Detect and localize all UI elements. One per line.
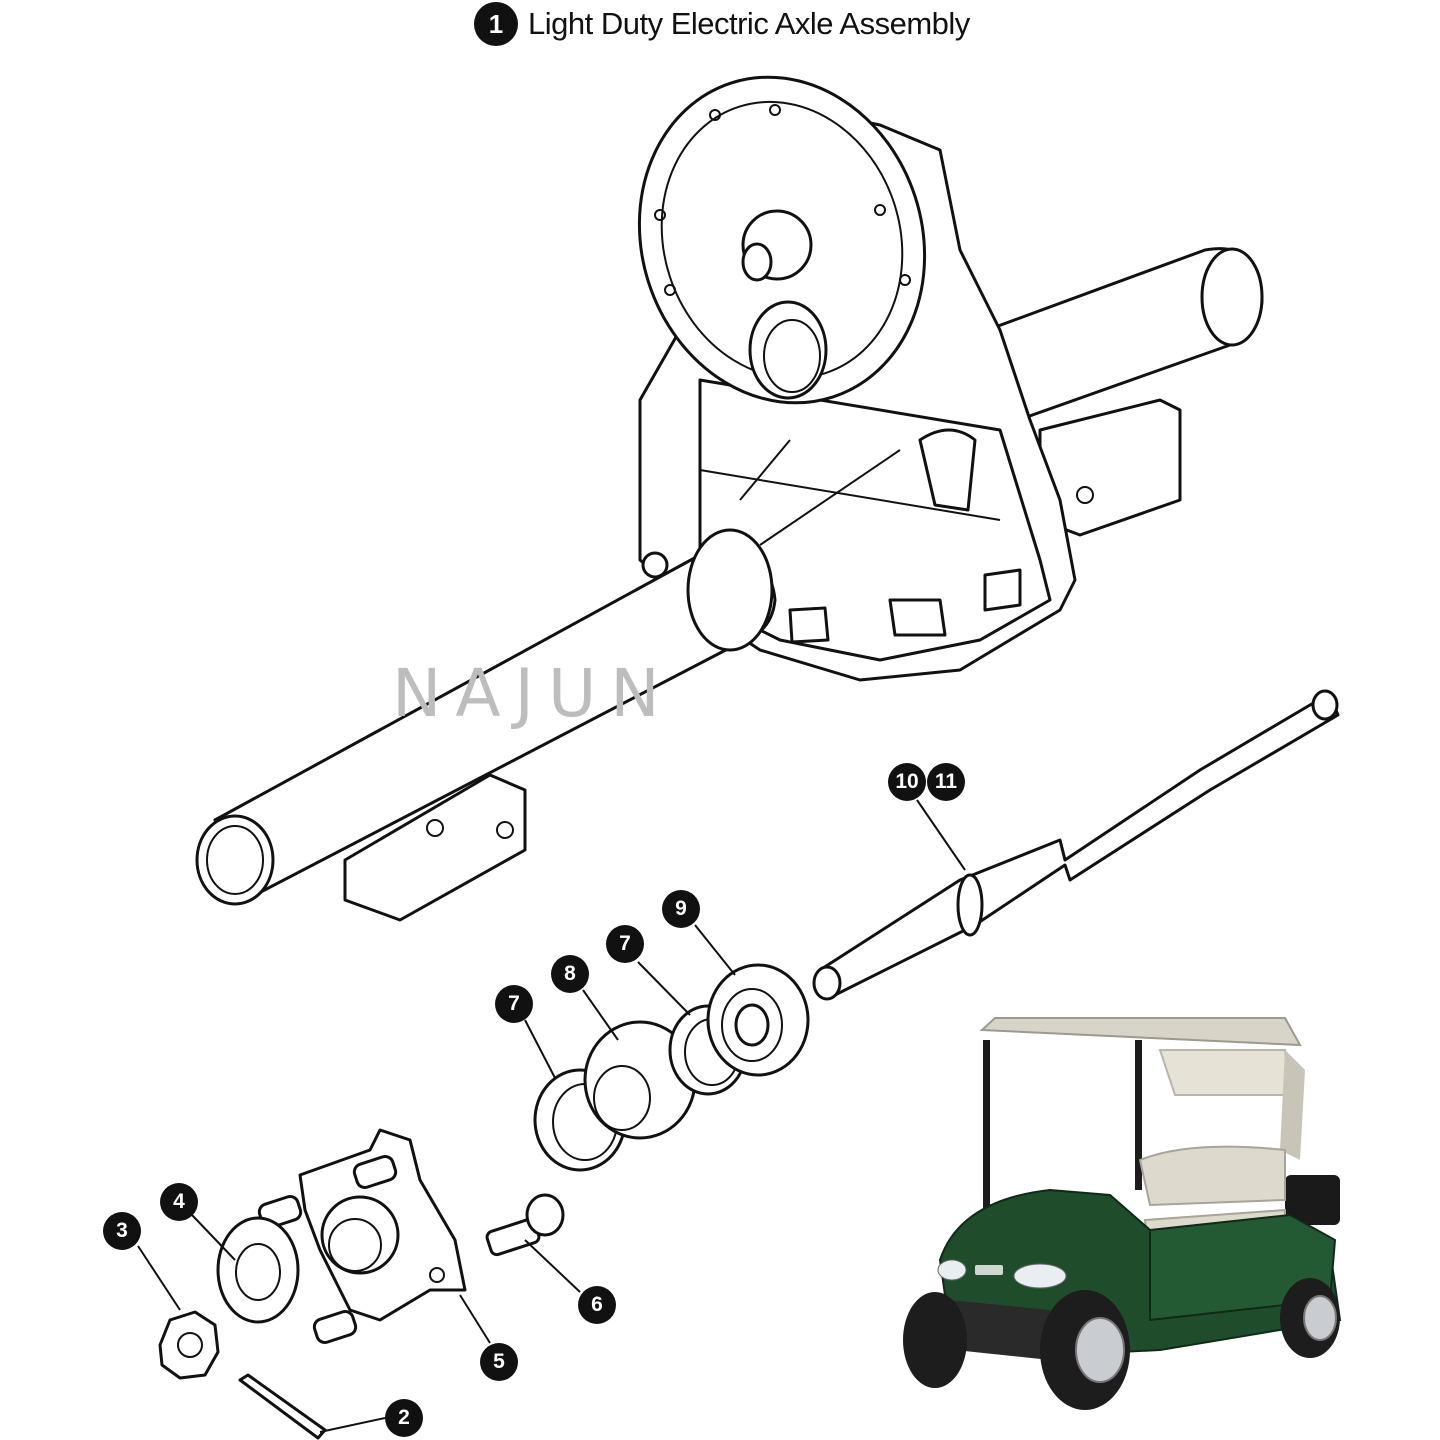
castle-nut [158,1310,220,1380]
motor-flange [637,75,927,405]
callout-5: 5 [480,1343,518,1381]
callout-11: 11 [927,763,965,801]
title-number-badge: 1 [474,2,518,46]
watermark: NAJUN [392,655,674,732]
callout-7-left: 7 [495,985,533,1023]
washer [216,1216,300,1324]
callout-7-right: 7 [606,925,644,963]
wheel-hub [257,1128,467,1345]
callout-8: 8 [551,955,589,993]
axle-shaft [812,689,1340,1001]
callout-10: 10 [888,763,926,801]
callout-4: 4 [160,1183,198,1221]
wheel-stud [485,1193,565,1257]
callout-9: 9 [662,890,700,928]
callout-3: 3 [103,1212,141,1250]
axle-tube-right [958,247,1264,537]
diagram-title: 1 Light Duty Electric Axle Assembly [474,2,970,46]
title-text: Light Duty Electric Axle Assembly [528,6,970,41]
bearing-stack [533,963,810,1172]
leader-lines [137,799,966,1433]
golf-cart-image [903,1017,1342,1410]
callout-2: 2 [385,1399,423,1437]
axle-tube-left [195,528,777,922]
cotter-pin [238,1373,327,1440]
callout-6: 6 [578,1286,616,1324]
